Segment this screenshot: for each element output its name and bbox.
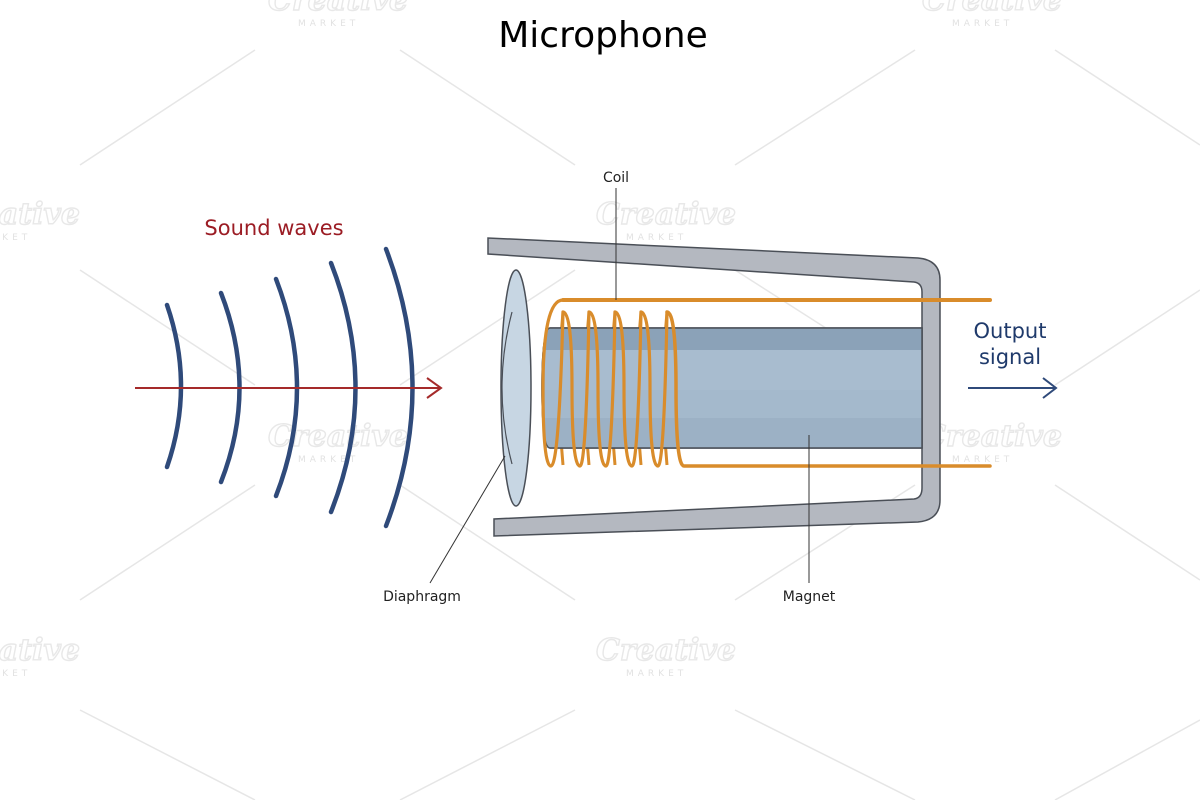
output-signal-arrow (968, 377, 1058, 399)
watermark-sub: MARKET (626, 233, 687, 243)
sound-waves-label: Sound waves (204, 216, 343, 240)
output-signal-label-line2: signal (979, 345, 1041, 369)
coil-label: Coil (603, 170, 629, 186)
diaphragm (500, 269, 532, 507)
watermark-brand: Creative (0, 633, 80, 668)
diagram-title: Microphone (498, 15, 708, 56)
diaphragm-leader-line (429, 455, 506, 584)
watermark-sub: MARKET (952, 455, 1013, 465)
watermark-brand: Creative (596, 197, 736, 232)
watermark-brand: Creative (596, 633, 736, 668)
watermark-brand: Creative (922, 0, 1062, 18)
watermark-brand: Creative (0, 197, 80, 232)
microphone-housing (487, 237, 941, 537)
watermark-brand: Creative (922, 419, 1062, 454)
watermark-sub: MARKET (952, 19, 1013, 29)
watermark-lines (79, 49, 1200, 800)
output-signal-label-line1: Output (974, 319, 1047, 343)
sound-wave-arc (164, 302, 184, 470)
watermark-brand: Creative (268, 0, 408, 18)
watermark-marks: Creative MARKET Creative MARKET Creative… (0, 0, 1063, 679)
sound-direction-arrow (135, 377, 443, 399)
watermark-sub: MARKET (298, 19, 359, 29)
watermark-sub: MARKET (626, 669, 687, 679)
coil (541, 298, 992, 468)
watermark-sub: MARKET (0, 233, 31, 243)
diaphragm-label: Diaphragm (383, 589, 461, 605)
watermark-sub: MARKET (298, 455, 359, 465)
magnet-label: Magnet (783, 589, 836, 605)
watermark-sub: MARKET (0, 669, 31, 679)
